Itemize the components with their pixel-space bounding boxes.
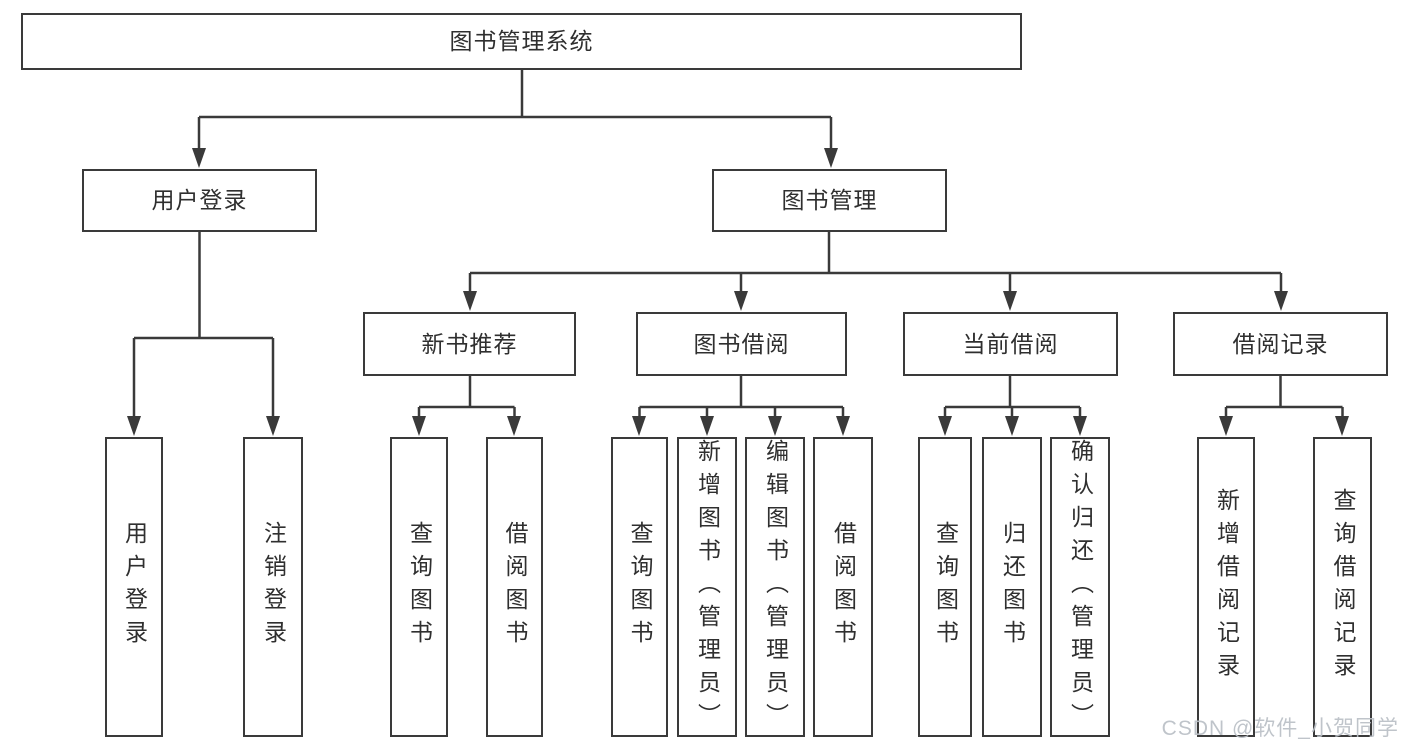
- leaf-query-books-current: 查询图书: [918, 437, 972, 737]
- node-book-borrow: 图书借阅: [636, 312, 847, 376]
- node-new-book-recommend: 新书推荐: [363, 312, 576, 376]
- leaf-query-books-recommend: 查询图书: [390, 437, 448, 737]
- leaf-borrow-books: 借阅图书: [813, 437, 873, 737]
- leaf-add-book-admin: 新增图书（管理员）: [677, 437, 737, 737]
- node-book-management-branch: 图书管理: [712, 169, 947, 232]
- leaf-logout: 注销登录: [243, 437, 303, 737]
- leaf-borrow-books-recommend: 借阅图书: [486, 437, 543, 737]
- leaf-return-books: 归还图书: [982, 437, 1042, 737]
- node-user-login-branch: 用户登录: [82, 169, 317, 232]
- arrowheads: [127, 148, 1349, 436]
- node-library-management-system: 图书管理系统: [21, 13, 1022, 70]
- node-borrow-records: 借阅记录: [1173, 312, 1388, 376]
- leaf-user-login: 用户登录: [105, 437, 163, 737]
- node-label: 用户登录: [151, 187, 248, 213]
- node-label: 图书借阅: [693, 330, 790, 357]
- node-label: 图书管理系统: [449, 28, 594, 54]
- leaf-edit-book-admin: 编辑图书（管理员）: [745, 437, 805, 737]
- node-label: 当前借阅: [962, 330, 1059, 357]
- node-label: 新书推荐: [421, 330, 518, 357]
- node-label: 借阅记录: [1232, 330, 1329, 357]
- leaf-query-borrow-record: 查询借阅记录: [1313, 437, 1372, 737]
- leaf-confirm-return-admin: 确认归还（管理员）: [1050, 437, 1110, 737]
- leaf-query-books-borrow: 查询图书: [611, 437, 668, 737]
- node-current-borrow: 当前借阅: [903, 312, 1118, 376]
- node-label: 图书管理: [781, 187, 878, 213]
- leaf-add-borrow-record: 新增借阅记录: [1197, 437, 1255, 737]
